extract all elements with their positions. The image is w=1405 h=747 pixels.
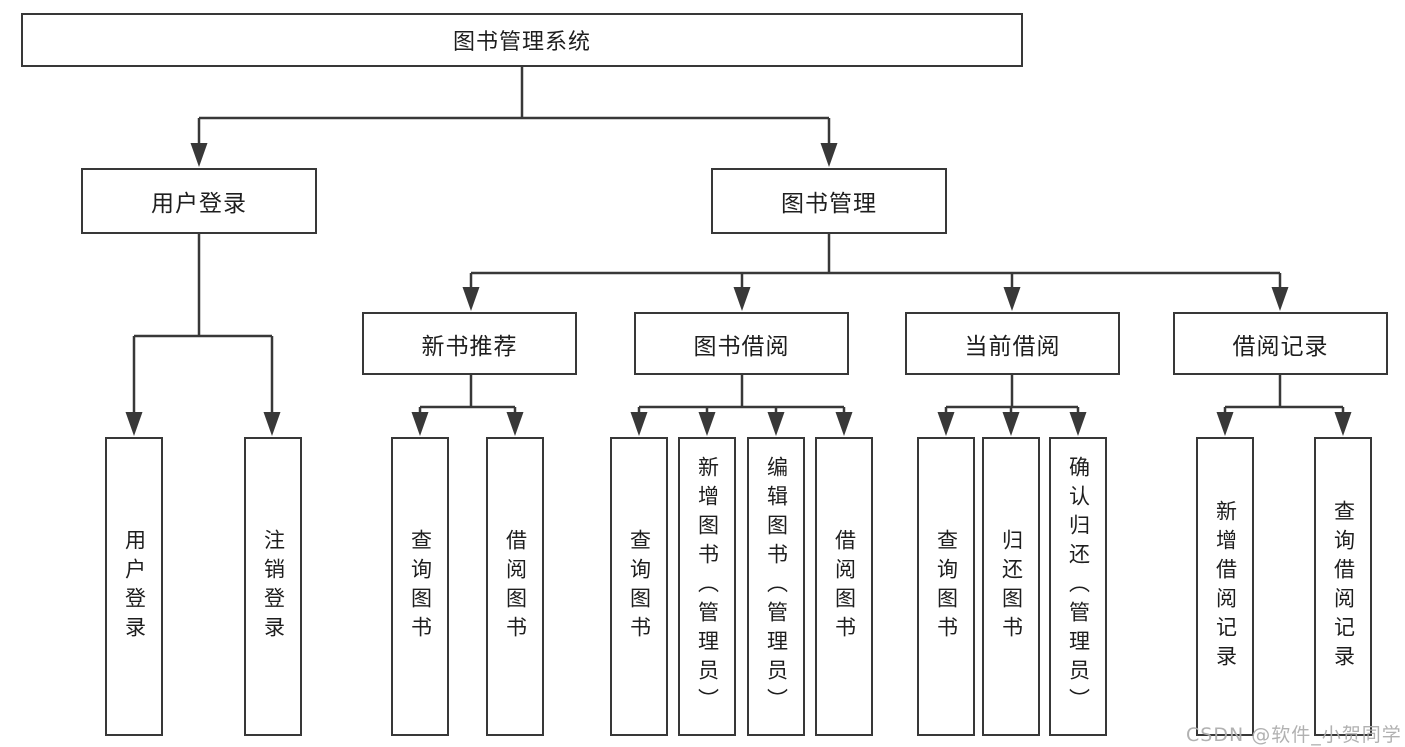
node-root-label: 图书管理系统 [452,30,591,55]
leaf-recommend-query-books: 查询图书 [391,437,449,736]
leaf-recommend-borrow-books-label: 借阅图书 [503,528,528,645]
leaf-current-confirm-return-admin-label: 确认归还（管理员） [1066,456,1091,717]
node-borrow-records: 借阅记录 [1173,312,1388,375]
leaf-recommend-borrow-books: 借阅图书 [486,437,544,736]
node-borrow-records-label: 借阅记录 [1232,333,1329,360]
node-current-borrow-label: 当前借阅 [964,333,1061,360]
leaf-logout: 注销登录 [244,437,302,736]
node-user-login-label: 用户登录 [151,191,247,217]
leaf-borrow-borrow-books: 借阅图书 [815,437,873,736]
leaf-records-query-record: 查询借阅记录 [1314,437,1372,736]
leaf-records-add-record: 新增借阅记录 [1196,437,1254,736]
leaf-borrow-edit-books-admin-label: 编辑图书（管理员） [764,456,789,717]
leaf-borrow-query-books-label: 查询图书 [627,528,652,645]
leaf-records-add-record-label: 新增借阅记录 [1213,499,1238,674]
leaf-current-confirm-return-admin: 确认归还（管理员） [1049,437,1107,736]
node-book-management-label: 图书管理 [781,191,877,217]
leaf-current-return-books: 归还图书 [982,437,1040,736]
leaf-borrow-borrow-books-label: 借阅图书 [832,528,857,645]
node-current-borrow: 当前借阅 [905,312,1120,375]
node-book-borrow: 图书借阅 [634,312,849,375]
node-new-book-recommend-label: 新书推荐 [421,333,518,360]
leaf-records-query-record-label: 查询借阅记录 [1331,499,1356,674]
node-book-borrow-label: 图书借阅 [693,333,790,360]
leaf-borrow-add-books-admin-label: 新增图书（管理员） [695,456,720,717]
leaf-current-query-books: 查询图书 [917,437,975,736]
leaf-logout-label: 注销登录 [261,528,286,645]
leaf-borrow-edit-books-admin: 编辑图书（管理员） [747,437,805,736]
leaf-borrow-add-books-admin: 新增图书（管理员） [678,437,736,736]
node-root: 图书管理系统 [21,13,1023,67]
leaf-current-return-books-label: 归还图书 [999,528,1024,645]
leaf-current-query-books-label: 查询图书 [934,528,959,645]
leaf-user-login: 用户登录 [105,437,163,736]
leaf-borrow-query-books: 查询图书 [610,437,668,736]
node-user-login: 用户登录 [81,168,317,234]
node-book-management: 图书管理 [711,168,947,234]
watermark-text: CSDN @软件_小贺同学 [1186,724,1402,746]
leaf-user-login-label: 用户登录 [122,528,147,645]
leaf-recommend-query-books-label: 查询图书 [408,528,433,645]
node-new-book-recommend: 新书推荐 [362,312,577,375]
